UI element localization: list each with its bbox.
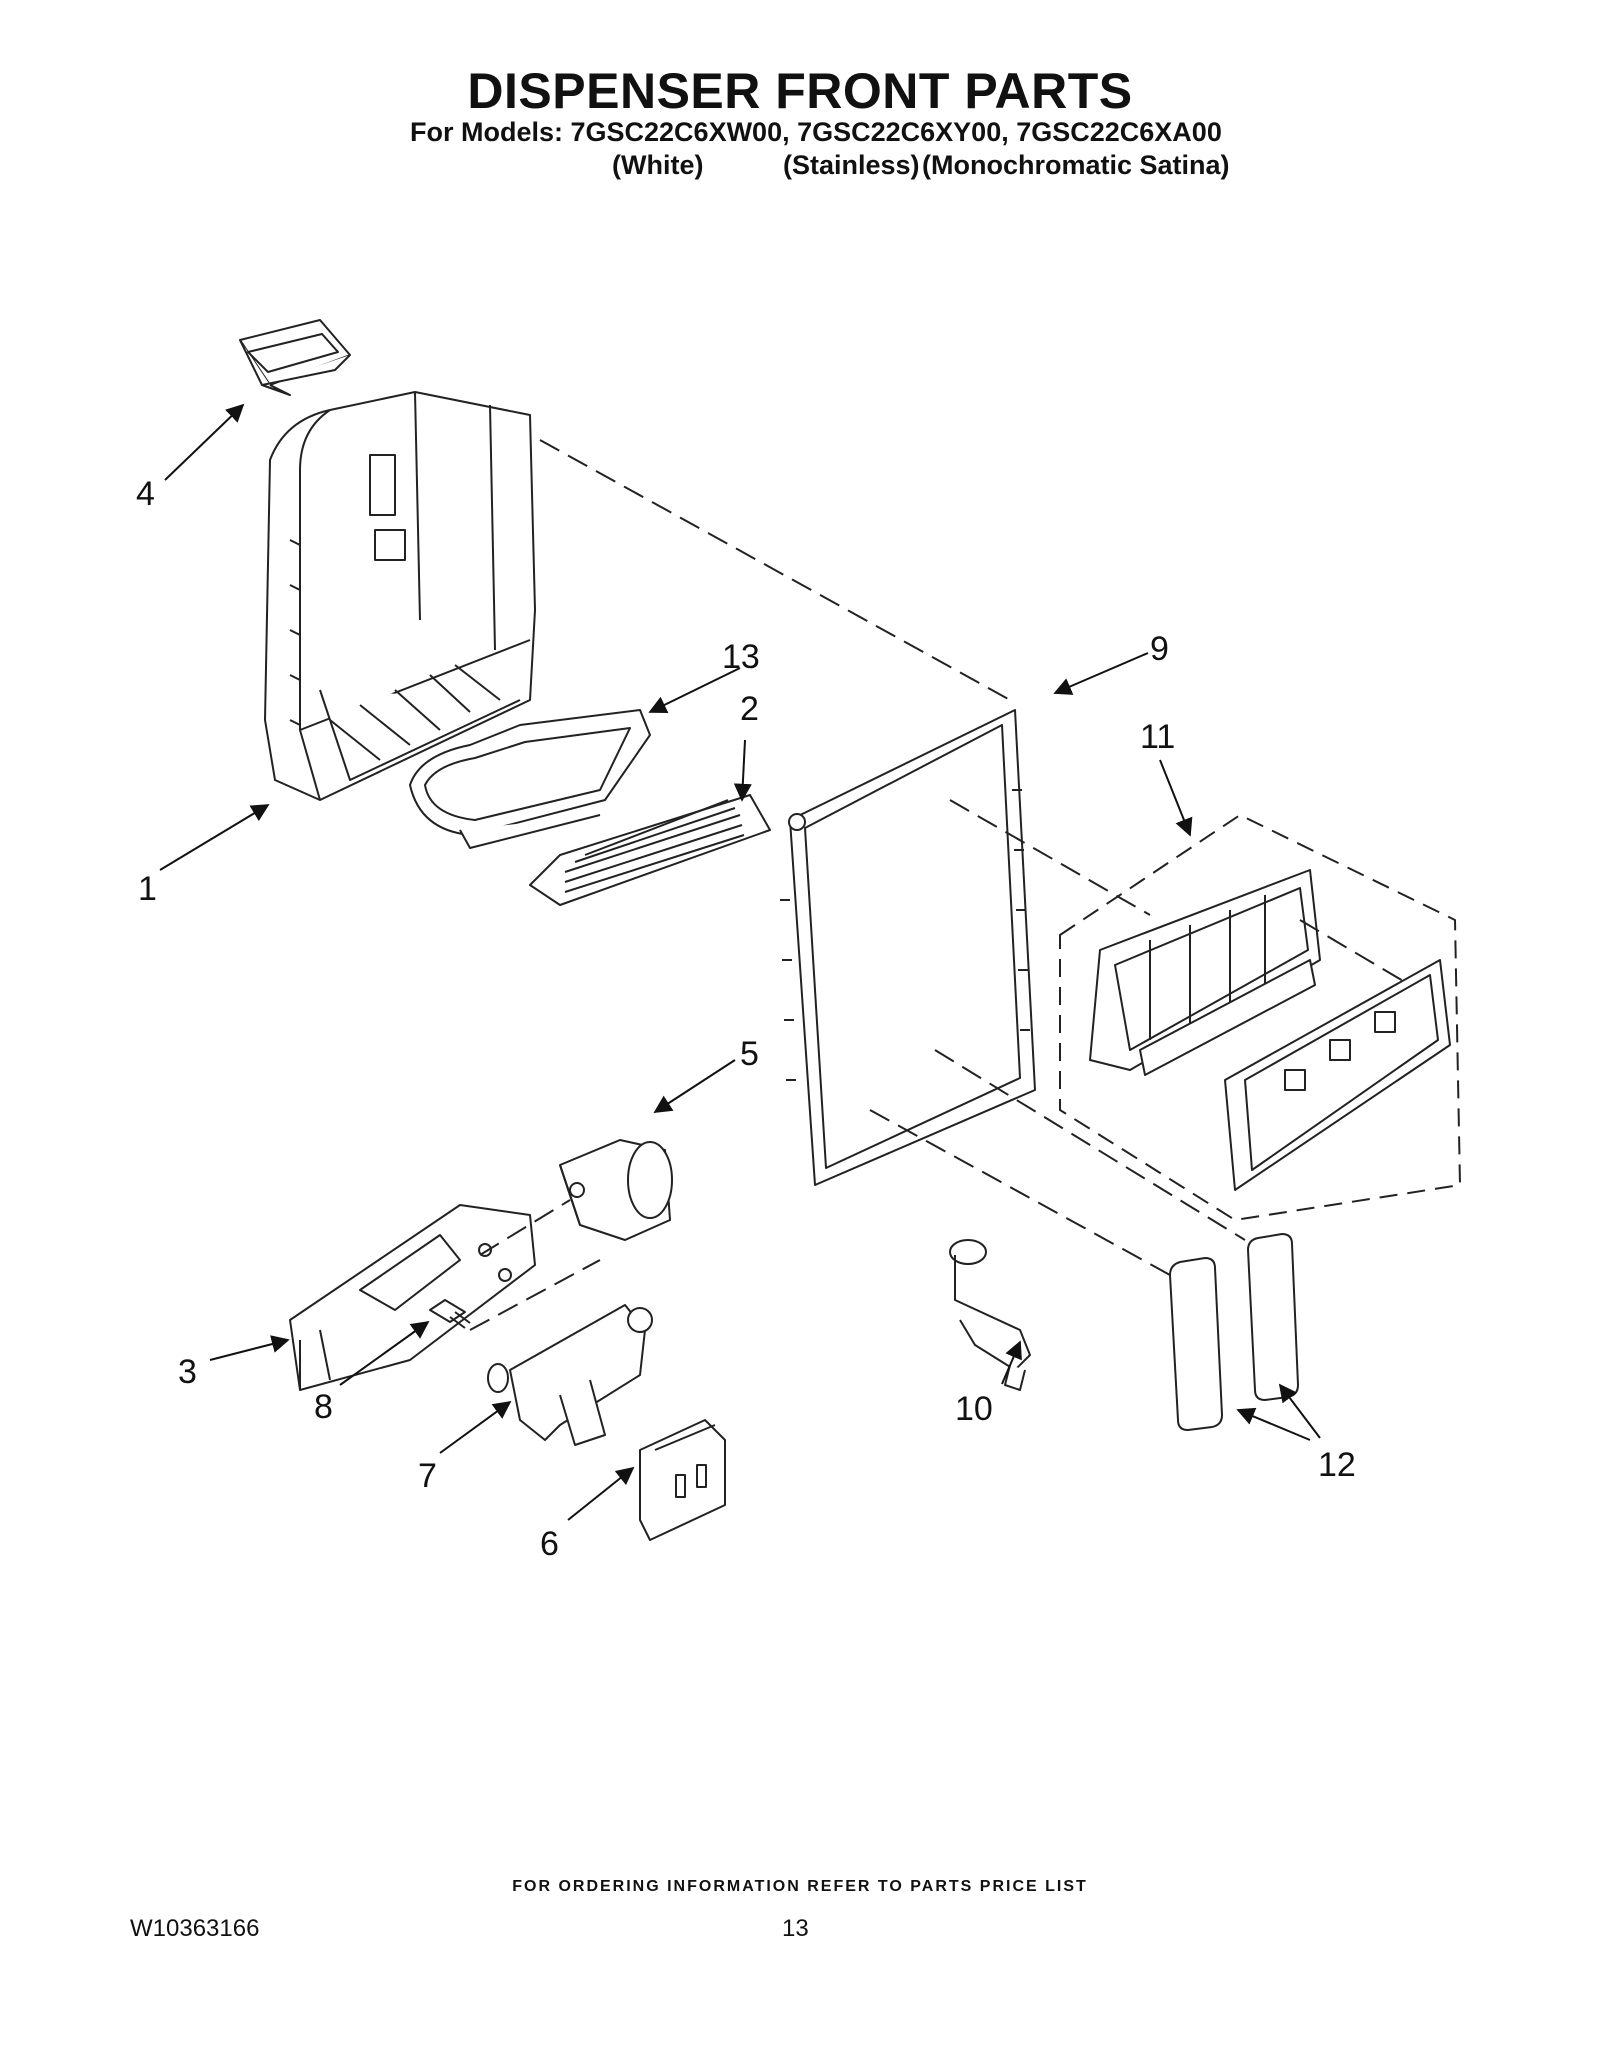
part-7-actuator: [487, 1304, 653, 1446]
callout-2: 2: [740, 690, 759, 728]
part-5-motor: [559, 1139, 673, 1241]
part-11-bracket-box: [1059, 814, 1461, 1221]
callout-13: 13: [722, 638, 760, 676]
part-11-control-board: [1089, 869, 1321, 1076]
part-9-frame: [780, 709, 1036, 1186]
callout-9: 9: [1150, 630, 1169, 668]
part-10-fitting: [949, 1239, 1031, 1391]
part-6-paddle: [639, 1419, 726, 1541]
finish-stainless: (Stainless): [783, 150, 920, 180]
callout-3: 3: [178, 1353, 197, 1391]
finish-white: (White): [612, 150, 704, 180]
callout-6: 6: [540, 1525, 559, 1563]
callout-8: 8: [314, 1388, 333, 1426]
callout-11: 11: [1140, 718, 1175, 756]
part-12-buttons: [1169, 1233, 1299, 1431]
part-11-control-panel: [1224, 959, 1451, 1191]
callout-12: 12: [1318, 1446, 1356, 1484]
assembly-lines: [469, 439, 1411, 1331]
part-4-cup: [239, 319, 351, 396]
models-line: For Models: 7GSC22C6XW00, 7GSC22C6XY00, …: [410, 117, 1222, 147]
part-13-tray: [409, 709, 651, 849]
callout-4: 4: [136, 475, 155, 513]
ordering-note: FOR ORDERING INFORMATION REFER TO PARTS …: [512, 1878, 1088, 1895]
page-number: 13: [782, 1915, 809, 1942]
part-1-housing: [264, 391, 536, 801]
part-8-screw: [429, 1299, 471, 1329]
page-title: DISPENSER FRONT PARTS: [467, 63, 1133, 119]
leader-arrows: [159, 403, 1321, 1521]
callout-5: 5: [740, 1035, 759, 1073]
callout-7: 7: [418, 1457, 437, 1495]
callout-1: 1: [138, 870, 157, 908]
document-number: W10363166: [130, 1915, 260, 1942]
part-2-grille: [529, 794, 771, 906]
part-3-bracket: [289, 1204, 536, 1391]
finish-satina: (Monochromatic Satina): [922, 150, 1230, 180]
callout-10: 10: [955, 1390, 993, 1428]
